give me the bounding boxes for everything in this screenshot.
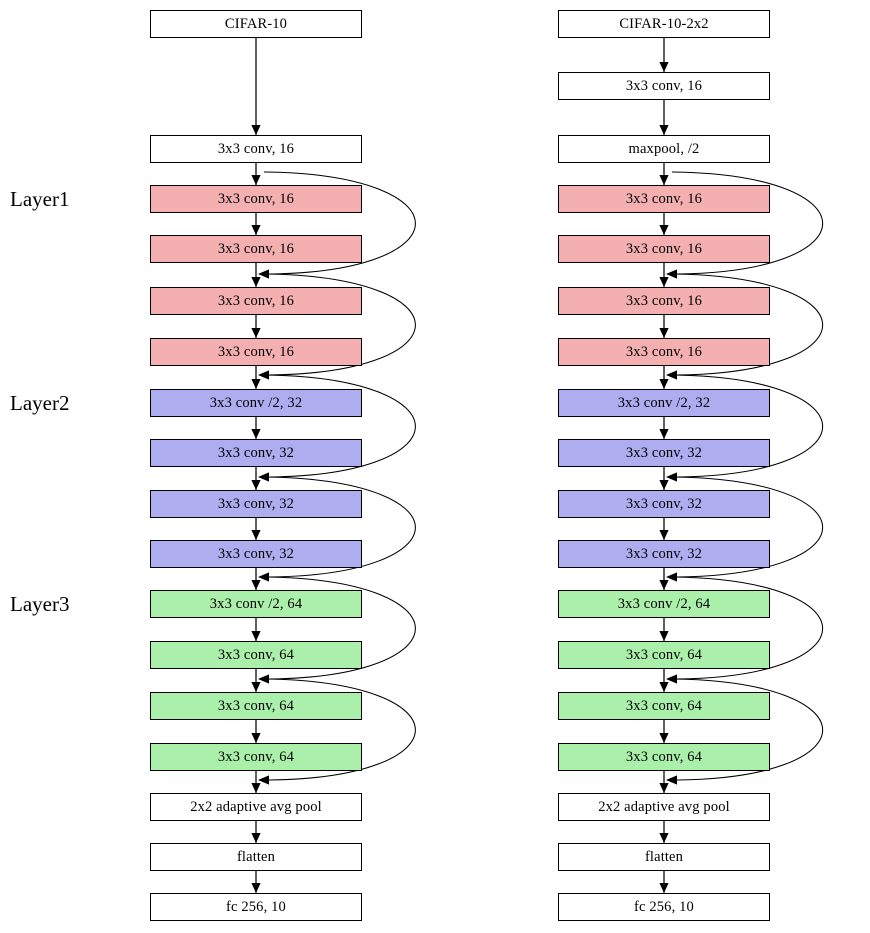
node-left-l2-b2-c2: 3x3 conv, 32: [150, 540, 362, 568]
node-left-l2-b1-c1: 3x3 conv /2, 32: [150, 389, 362, 417]
node-right-fc: fc 256, 10: [558, 893, 770, 921]
node-left-l3-b2-c1: 3x3 conv, 64: [150, 692, 362, 720]
node-left-l2-b2-c1: 3x3 conv, 32: [150, 490, 362, 518]
node-left-stem-conv: 3x3 conv, 16: [150, 135, 362, 163]
node-left-l3-b1-c1: 3x3 conv /2, 64: [150, 590, 362, 618]
node-left-input: CIFAR-10: [150, 10, 362, 38]
node-right-l1-b1-c1: 3x3 conv, 16: [558, 185, 770, 213]
node-right-l2-b2-c1: 3x3 conv, 32: [558, 490, 770, 518]
node-right-l3-b1-c2: 3x3 conv, 64: [558, 641, 770, 669]
node-right-l2-b1-c1: 3x3 conv /2, 32: [558, 389, 770, 417]
node-right-l3-b1-c1: 3x3 conv /2, 64: [558, 590, 770, 618]
node-left-l3-b2-c2: 3x3 conv, 64: [150, 743, 362, 771]
node-right-l2-b2-c2: 3x3 conv, 32: [558, 540, 770, 568]
node-left-l2-b1-c2: 3x3 conv, 32: [150, 439, 362, 467]
node-right-l3-b2-c1: 3x3 conv, 64: [558, 692, 770, 720]
node-right-l3-b2-c2: 3x3 conv, 64: [558, 743, 770, 771]
node-right-l1-b1-c2: 3x3 conv, 16: [558, 235, 770, 263]
node-left-l1-b1-c2: 3x3 conv, 16: [150, 235, 362, 263]
node-left-avgpool: 2x2 adaptive avg pool: [150, 793, 362, 821]
node-left-flatten: flatten: [150, 843, 362, 871]
node-left-l1-b2-c1: 3x3 conv, 16: [150, 287, 362, 315]
node-right-flatten: flatten: [558, 843, 770, 871]
node-right-l2-b1-c2: 3x3 conv, 32: [558, 439, 770, 467]
node-right-stem-maxpool: maxpool, /2: [558, 135, 770, 163]
node-right-input: CIFAR-10-2x2: [558, 10, 770, 38]
stage-label-layer1: Layer1: [10, 187, 70, 211]
node-left-l1-b1-c1: 3x3 conv, 16: [150, 185, 362, 213]
node-right-l1-b2-c1: 3x3 conv, 16: [558, 287, 770, 315]
stage-label-layer2: Layer2: [10, 391, 70, 415]
node-right-avgpool: 2x2 adaptive avg pool: [558, 793, 770, 821]
node-left-l3-b1-c2: 3x3 conv, 64: [150, 641, 362, 669]
stage-label-layer3: Layer3: [10, 592, 70, 616]
node-left-l1-b2-c2: 3x3 conv, 16: [150, 338, 362, 366]
node-left-fc: fc 256, 10: [150, 893, 362, 921]
node-right-l1-b2-c2: 3x3 conv, 16: [558, 338, 770, 366]
node-right-stem-conv: 3x3 conv, 16: [558, 72, 770, 100]
